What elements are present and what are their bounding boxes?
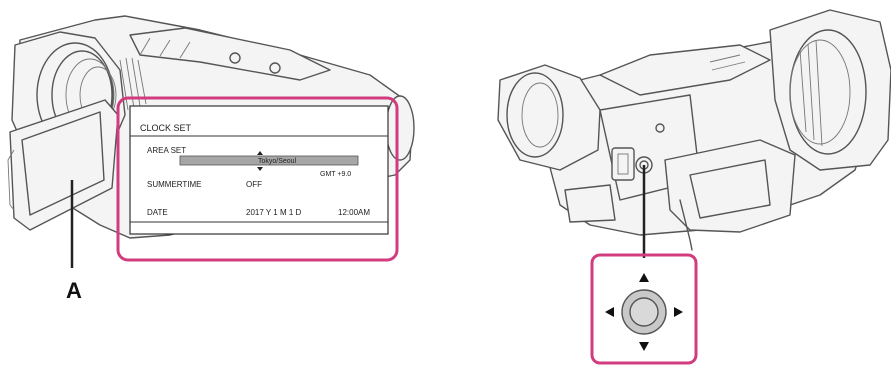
right-camcorder: [498, 10, 891, 258]
area-set-label: AREA SET: [147, 146, 186, 155]
gmt-value: GMT +9.0: [320, 171, 351, 178]
menu-title: CLOCK SET: [140, 123, 192, 133]
control-dial-zoom: [592, 255, 696, 363]
left-arrow-icon: [605, 307, 614, 317]
date-label: DATE: [147, 208, 168, 217]
summertime-label: SUMMERTIME: [147, 180, 202, 189]
down-arrow-icon: [639, 342, 649, 351]
summertime-value: OFF: [246, 180, 262, 189]
callout-label-a: A: [66, 278, 82, 303]
time-value: 12:00AM: [338, 208, 370, 217]
right-arrow-icon: [674, 307, 683, 317]
center-button-icon: [630, 298, 658, 326]
up-arrow-icon: [639, 273, 649, 282]
date-value: 2017 Y 1 M 1 D: [246, 208, 302, 217]
area-value: Tokyo/Seoul: [258, 158, 297, 165]
